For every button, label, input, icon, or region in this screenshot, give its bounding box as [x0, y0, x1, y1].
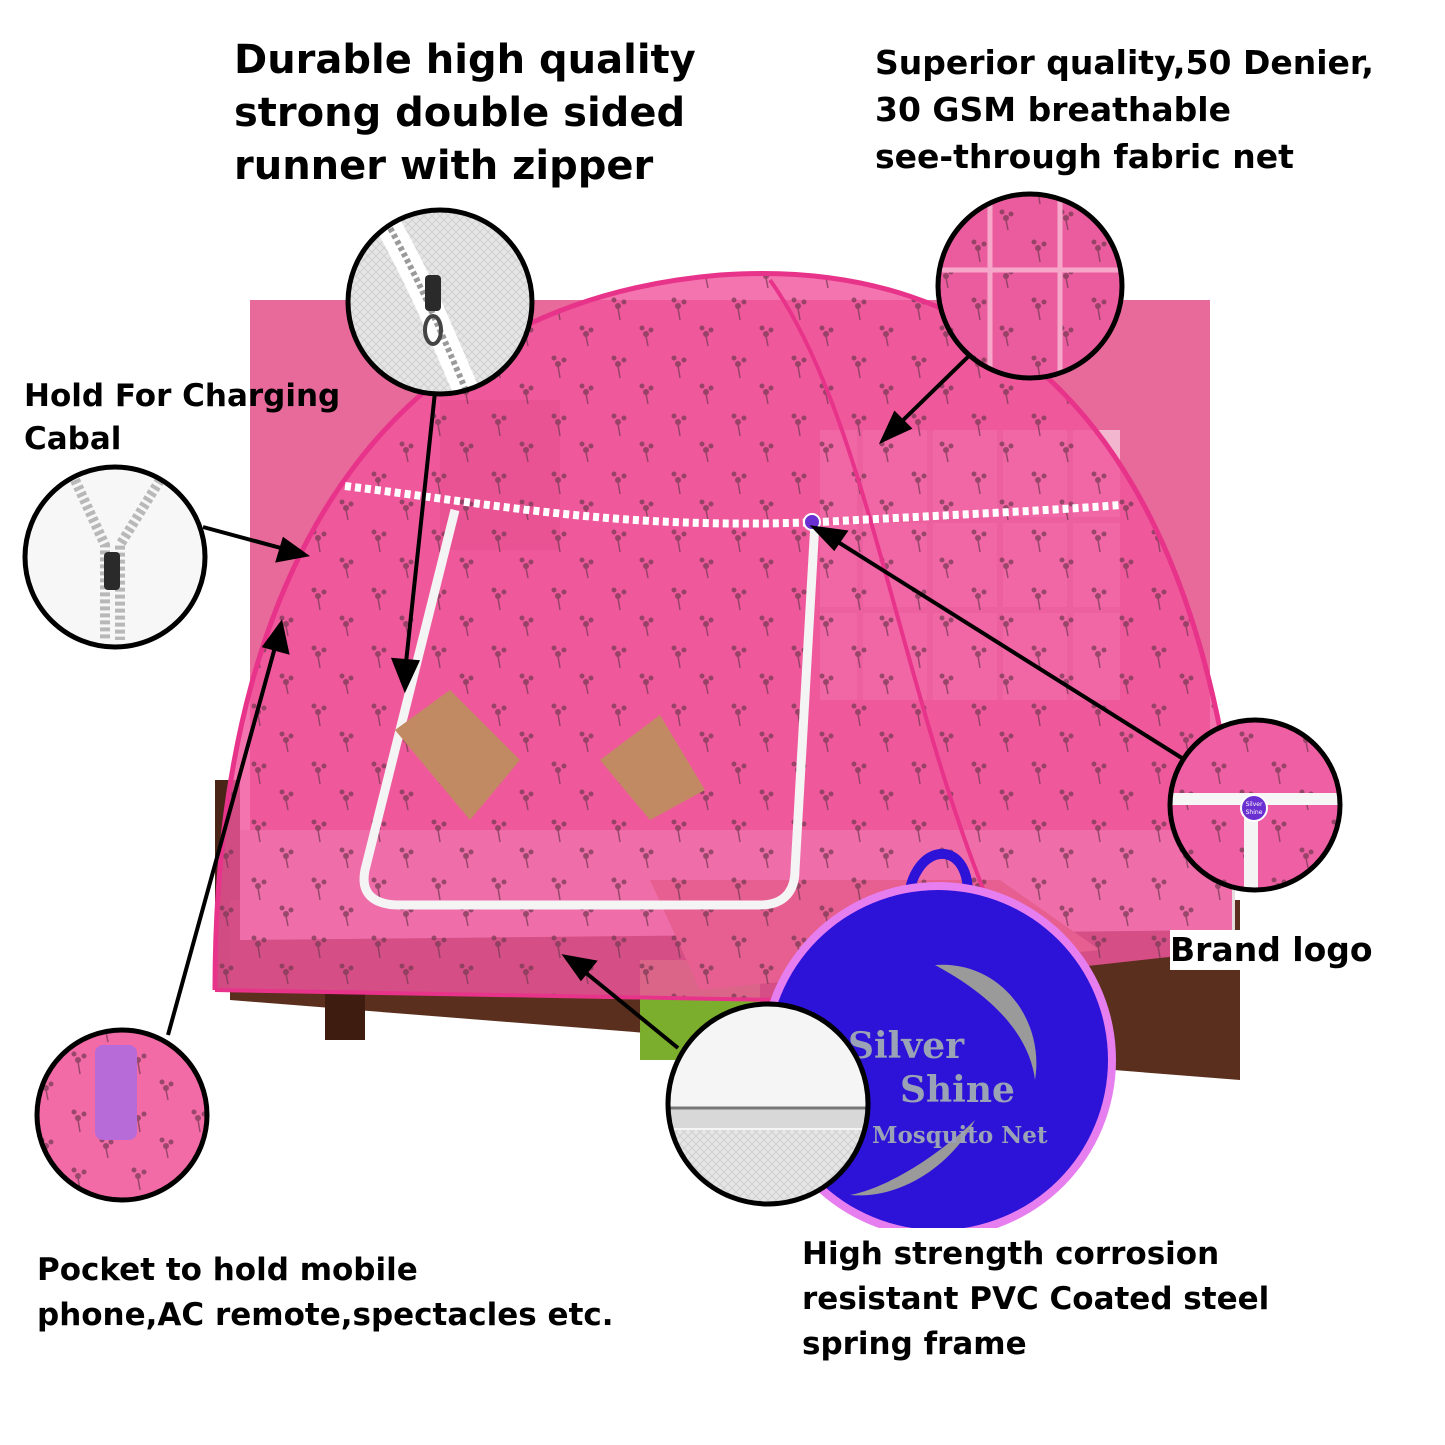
detail-brand-logo: Silver Shine: [1167, 717, 1343, 893]
callout-arrows: [166, 348, 1187, 1050]
detail-zipper-runner: [345, 207, 535, 397]
bag-product-line: Mosquito Net: [872, 1122, 1048, 1149]
logo-badge-icon: [1240, 794, 1268, 822]
logo-badge-line2: Shine: [1246, 809, 1263, 816]
callout-charging-hole: Hold For Charging Cabal: [24, 378, 341, 457]
callout-brand-logo: Brand logo: [1170, 930, 1430, 970]
callout-pocket: Pocket to hold mobile phone,AC remote,sp…: [37, 1252, 614, 1333]
callout-zipper-runner: Durable high quality strong double sided…: [234, 37, 696, 189]
logo-badge-line1: Silver: [1246, 801, 1263, 808]
detail-fabric: [935, 191, 1125, 381]
bag-brand-line2: Shine: [900, 1069, 1015, 1111]
callout-fabric: Superior quality,50 Denier, 30 GSM breat…: [875, 43, 1374, 176]
callout-frame: High strength corrosion resistant PVC Co…: [796, 1228, 1402, 1367]
bag-brand-line1: Silver: [848, 1025, 965, 1067]
detail-charging-hole: [22, 464, 208, 650]
detail-pocket: [34, 1027, 210, 1203]
mosquito-net-tent: [212, 271, 1235, 1002]
